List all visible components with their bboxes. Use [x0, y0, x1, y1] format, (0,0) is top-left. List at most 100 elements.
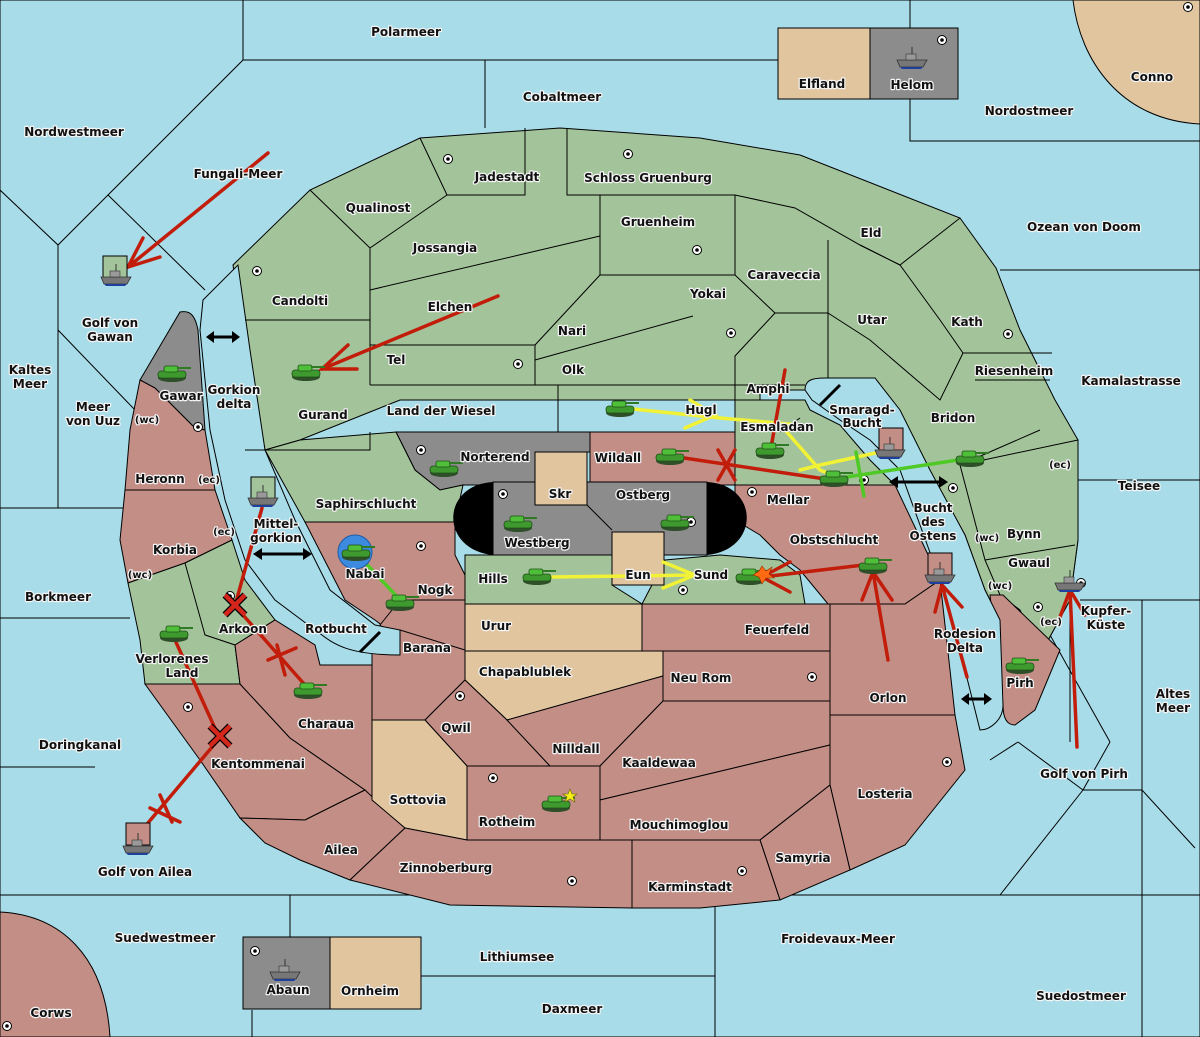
- label-nari: Nari: [558, 324, 586, 338]
- supply-center-dot: [570, 879, 574, 883]
- label-jossangia: Jossangia: [412, 241, 477, 255]
- supply-center-dot: [186, 705, 190, 709]
- label-zinnoberburg: Zinnoberburg: [400, 861, 492, 875]
- label-altes-meer-1: Altes: [1156, 687, 1190, 701]
- label-arkoon: Arkoon: [219, 622, 267, 636]
- label-mellar: Mellar: [767, 493, 809, 507]
- label-gorkion-delta-2: delta: [217, 397, 252, 411]
- order-move-arrow: [871, 570, 890, 662]
- passage-arrows: [206, 331, 992, 705]
- label-bridon: Bridon: [931, 411, 976, 425]
- label-gruenheim: Gruenheim: [621, 215, 695, 229]
- order-move-arrow: [140, 738, 220, 832]
- province-saphirschlucht[interactable]: [264, 431, 464, 523]
- failed-x: [716, 448, 737, 482]
- label-gwaul: Gwaul: [1008, 556, 1050, 570]
- cut-marker: [854, 450, 866, 498]
- label-bucht-des-ostens-1: Bucht: [913, 501, 952, 515]
- province-neu-rom[interactable]: [662, 650, 831, 702]
- province-karminstadt[interactable]: [631, 839, 781, 909]
- province-skr[interactable]: [534, 451, 588, 506]
- supply-center-dot: [1036, 605, 1040, 609]
- units: [100, 46, 1086, 982]
- province-zinnoberburg[interactable]: [348, 827, 633, 909]
- label-polarmeer: Polarmeer: [371, 25, 441, 39]
- province-urur[interactable]: [464, 603, 643, 652]
- supply-center-dot: [516, 362, 520, 366]
- arrowhead: [124, 236, 162, 270]
- label-pirh: Pirh: [1006, 676, 1033, 690]
- label-lithiumsee: Lithiumsee: [480, 950, 555, 964]
- supply-center-dot: [446, 157, 450, 161]
- coast-label-bynn-wc: (wc): [975, 533, 999, 544]
- impassable-west: [453, 482, 493, 555]
- label-qualinost: Qualinost: [346, 201, 411, 215]
- label-mouchimoglou: Mouchimoglou: [630, 818, 729, 832]
- label-kamalastrasse: Kamalastrasse: [1081, 374, 1181, 388]
- label-bucht-des-ostens-2: des: [921, 515, 945, 529]
- label-olk: Olk: [562, 363, 585, 377]
- arrowhead: [683, 398, 719, 430]
- label-nordostmeer: Nordostmeer: [985, 104, 1074, 118]
- label-kupfer-kuste-2: Küste: [1087, 618, 1126, 632]
- supply-center-dot: [689, 520, 693, 524]
- supply-center-dot: [729, 331, 733, 335]
- label-karminstadt: Karminstadt: [648, 880, 732, 894]
- failed-x: [158, 793, 174, 824]
- province-ornheim[interactable]: [329, 936, 422, 1010]
- label-sund: Sund: [694, 568, 728, 582]
- supply-center-dot: [255, 269, 259, 273]
- label-urur: Urur: [481, 619, 511, 633]
- province-conno[interactable]: [1072, 0, 1200, 125]
- label-meer-von-uuz-2: von Uuz: [66, 414, 120, 428]
- province-elfland[interactable]: [777, 27, 871, 100]
- label-fungali-meer: Fungali-Meer: [194, 167, 283, 181]
- label-skr: Skr: [549, 487, 572, 501]
- bounce-markers: [207, 592, 248, 749]
- label-smaragd-bucht-1: Smaragd-: [829, 403, 894, 417]
- label-utar: Utar: [857, 313, 887, 327]
- failed-x: [148, 806, 182, 824]
- label-norterend: Norterend: [460, 450, 529, 464]
- supply-center-dot: [501, 492, 505, 496]
- failed-x: [266, 646, 298, 662]
- supply-center-dot: [951, 486, 955, 490]
- label-corws: Corws: [30, 1006, 71, 1020]
- label-kath: Kath: [951, 315, 983, 329]
- province-heronn[interactable]: [124, 379, 216, 491]
- label-jadestadt: Jadestadt: [474, 170, 540, 184]
- attack-burst-icon: [752, 565, 775, 585]
- label-golf-von-ailea: Golf von Ailea: [98, 865, 192, 879]
- label-froidevaux-meer: Froidevaux-Meer: [781, 932, 895, 946]
- province-corws[interactable]: [0, 911, 111, 1037]
- arrowhead: [661, 560, 700, 590]
- order-lines: [124, 151, 1087, 832]
- supply-center-dot: [419, 448, 423, 452]
- order-move-arrow: [234, 506, 264, 604]
- supply-center-dot: [196, 425, 200, 429]
- province-orlon[interactable]: [829, 579, 956, 716]
- labels: Polarmeer Cobaltmeer Nordwestmeer Fungal…: [8, 24, 1192, 1021]
- label-kaltes-meer-1: Kaltes: [9, 363, 52, 377]
- label-ailea: Ailea: [324, 843, 358, 857]
- bounce-x-kentommenai: [207, 723, 233, 749]
- label-gorkion-delta-1: Gorkion: [208, 383, 261, 397]
- label-westberg: Westberg: [504, 536, 569, 550]
- order-move-arrow: [1068, 588, 1079, 749]
- supply-center-dot: [419, 544, 423, 548]
- label-conno: Conno: [1131, 70, 1173, 84]
- label-korbia: Korbia: [153, 543, 197, 557]
- label-rotheim: Rotheim: [479, 815, 536, 829]
- supply-center-dot: [862, 478, 866, 482]
- arrowhead: [933, 581, 964, 614]
- coast-label-gawar-wc: (wc): [135, 415, 159, 426]
- label-suedostmeer: Suedostmeer: [1036, 989, 1126, 1003]
- label-yokai: Yokai: [689, 287, 726, 301]
- province-feuerfeld[interactable]: [641, 603, 831, 652]
- province-obstschlucht[interactable]: [734, 484, 941, 605]
- label-meer-von-uuz-1: Meer: [76, 400, 110, 414]
- label-neu-rom: Neu Rom: [671, 671, 732, 685]
- label-orlon: Orlon: [869, 691, 906, 705]
- label-kupfer-kuste-1: Kupfer-: [1081, 604, 1131, 618]
